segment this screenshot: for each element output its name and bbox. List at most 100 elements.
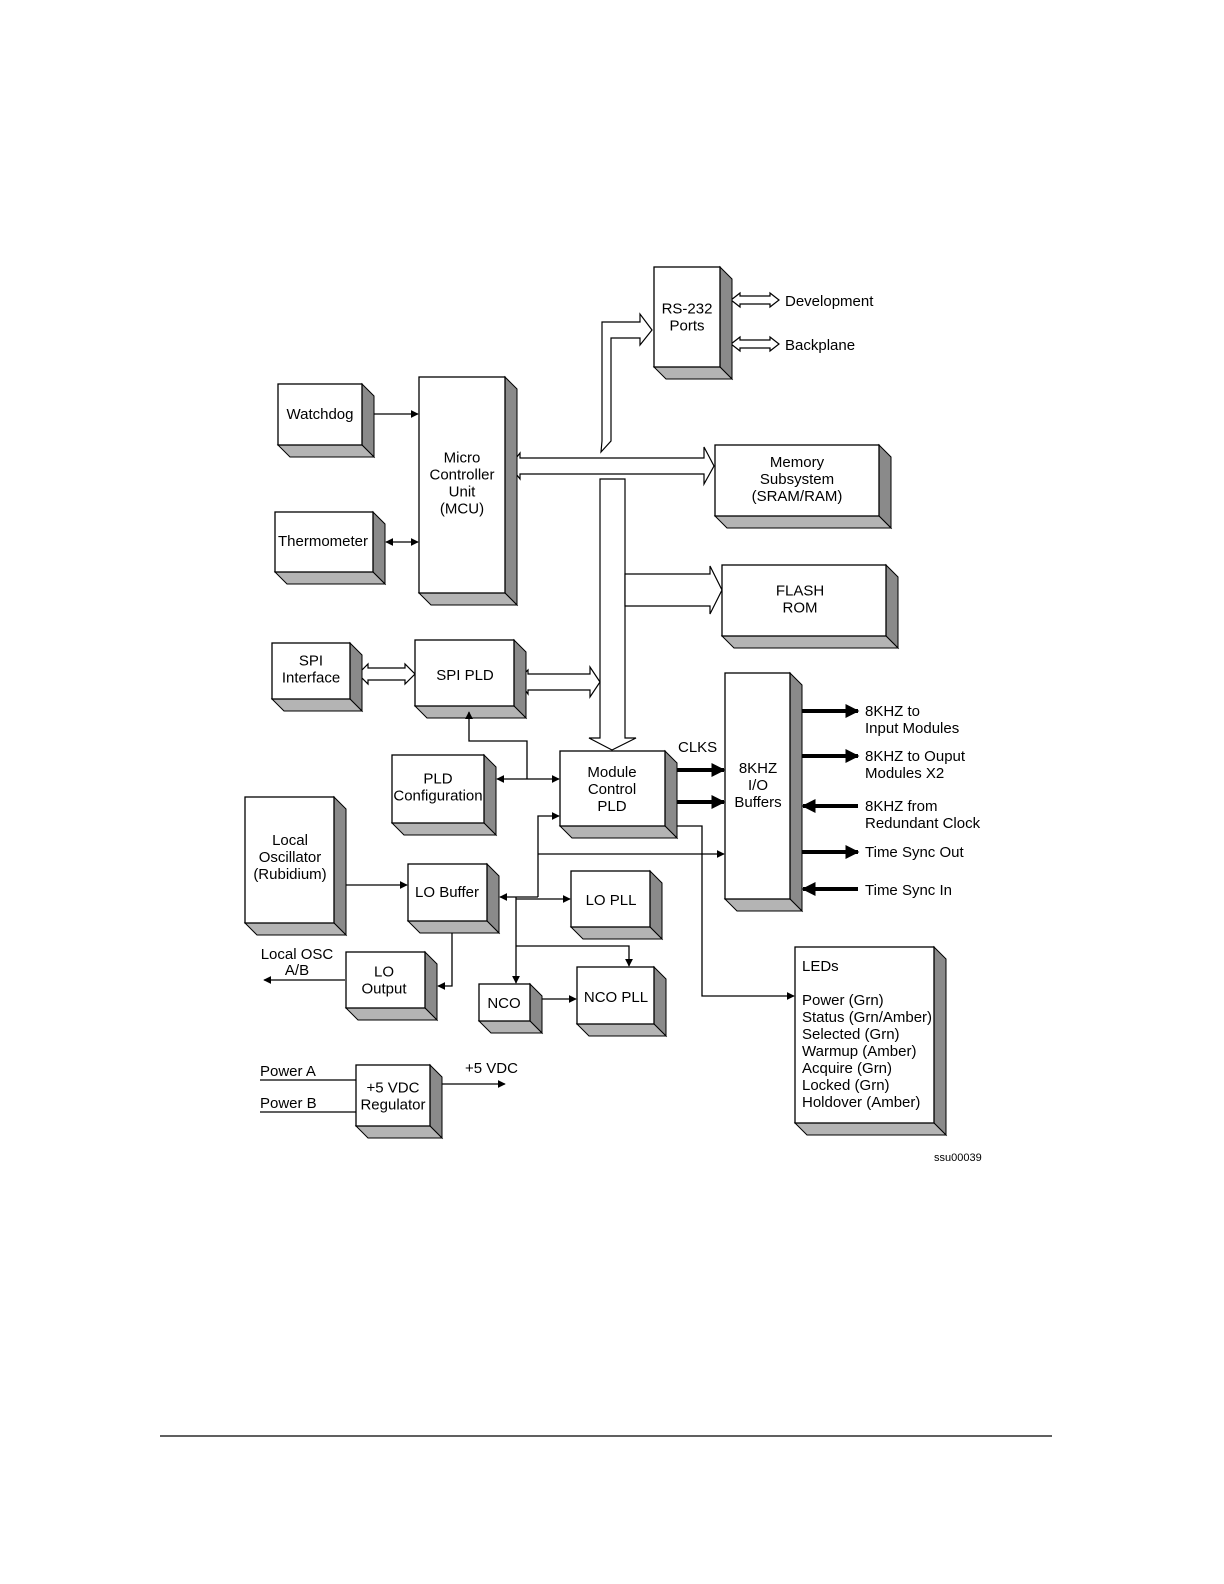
text-line: PLD [423, 771, 452, 788]
text-line: Locked (Grn) [802, 1077, 890, 1094]
text-line: Subsystem [760, 471, 834, 488]
text-line: RS-232 [662, 301, 713, 318]
text-line: Input Modules [865, 720, 959, 737]
backplane-label: Backplane [785, 337, 855, 354]
text-line: Ports [669, 318, 704, 335]
text-line: Modules X2 [865, 765, 944, 782]
text-line: LO [374, 964, 394, 981]
text-line: Buffers [734, 794, 781, 811]
text-line: PLD [597, 798, 626, 815]
text-line: Warmup (Amber) [802, 1043, 916, 1060]
text-line: Memory [770, 454, 825, 471]
text-line: 8KHZ [739, 760, 777, 777]
text-line: Output [361, 981, 407, 998]
lo-buffer-block: LO Buffer [406, 862, 501, 935]
text-line: LO Buffer [415, 884, 479, 901]
text-line: Configuration [393, 788, 482, 805]
text-line: LEDs [802, 958, 839, 975]
text-line: Local [272, 832, 308, 849]
text-line: +5 VDC [367, 1080, 420, 1097]
spi-pld-block: SPI PLD [413, 638, 528, 720]
text-line: FLASH [776, 583, 824, 600]
nco-pll-block: NCO PLL [575, 965, 668, 1038]
nco_pll-label: NCO PLL [584, 989, 648, 1006]
text-line: Redundant Clock [865, 815, 981, 832]
vdc-out-label: +5 VDC [465, 1060, 518, 1077]
watchdog-label: Watchdog [287, 406, 354, 423]
clks-label: CLKS [678, 739, 717, 756]
text-line: (SRAM/RAM) [752, 488, 843, 505]
text-line: 8KHZ to [865, 703, 920, 720]
text-line: A/B [285, 962, 309, 979]
text-line: LO PLL [586, 892, 637, 909]
text-line: NCO PLL [584, 989, 648, 1006]
thermometer-label: Thermometer [278, 533, 368, 550]
text-line: (Rubidium) [253, 866, 326, 883]
text-line: Control [588, 781, 636, 798]
thermometer-block: Thermometer [273, 510, 387, 586]
lo-pll-block: LO PLL [569, 869, 664, 941]
text-line: SPI [299, 653, 323, 670]
text-line: 8KHZ from [865, 798, 938, 815]
text-line: Watchdog [287, 406, 354, 423]
text-line: Acquire (Grn) [802, 1060, 892, 1077]
power-a-label: Power A [260, 1063, 316, 1080]
development-label: Development [785, 293, 874, 310]
figure-id: ssu00039 [934, 1152, 982, 1164]
text-line: NCO [487, 995, 520, 1012]
watchdog-block: Watchdog [276, 382, 376, 459]
text-line: Controller [429, 467, 494, 484]
text-line: Status (Grn/Amber) [802, 1009, 932, 1026]
power-b-label: Power B [260, 1095, 317, 1112]
lo_pll-label: LO PLL [586, 892, 637, 909]
text-line: Selected (Grn) [802, 1026, 900, 1043]
text-line: (MCU) [440, 501, 484, 518]
text-line: Thermometer [278, 533, 368, 550]
data-bus [357, 291, 780, 751]
text-line: Unit [449, 484, 477, 501]
text-line: Interface [282, 670, 340, 687]
text-line: Regulator [360, 1097, 425, 1114]
spi_pld-label: SPI PLD [436, 667, 494, 684]
text-line: SPI PLD [436, 667, 494, 684]
text-line: Power (Grn) [802, 992, 884, 1009]
text-line: Oscillator [259, 849, 322, 866]
text-line: ROM [783, 600, 818, 617]
text-line: 8KHZ to Ouput [865, 748, 966, 765]
text-line: Local OSC [261, 946, 334, 963]
connections [260, 410, 860, 1113]
text-line: Micro [444, 450, 481, 467]
text-line: Holdover (Amber) [802, 1094, 920, 1111]
lo_buffer-label: LO Buffer [415, 884, 479, 901]
time-sync-out-label: Time Sync Out [865, 844, 964, 861]
nco-block: NCO [477, 982, 544, 1035]
